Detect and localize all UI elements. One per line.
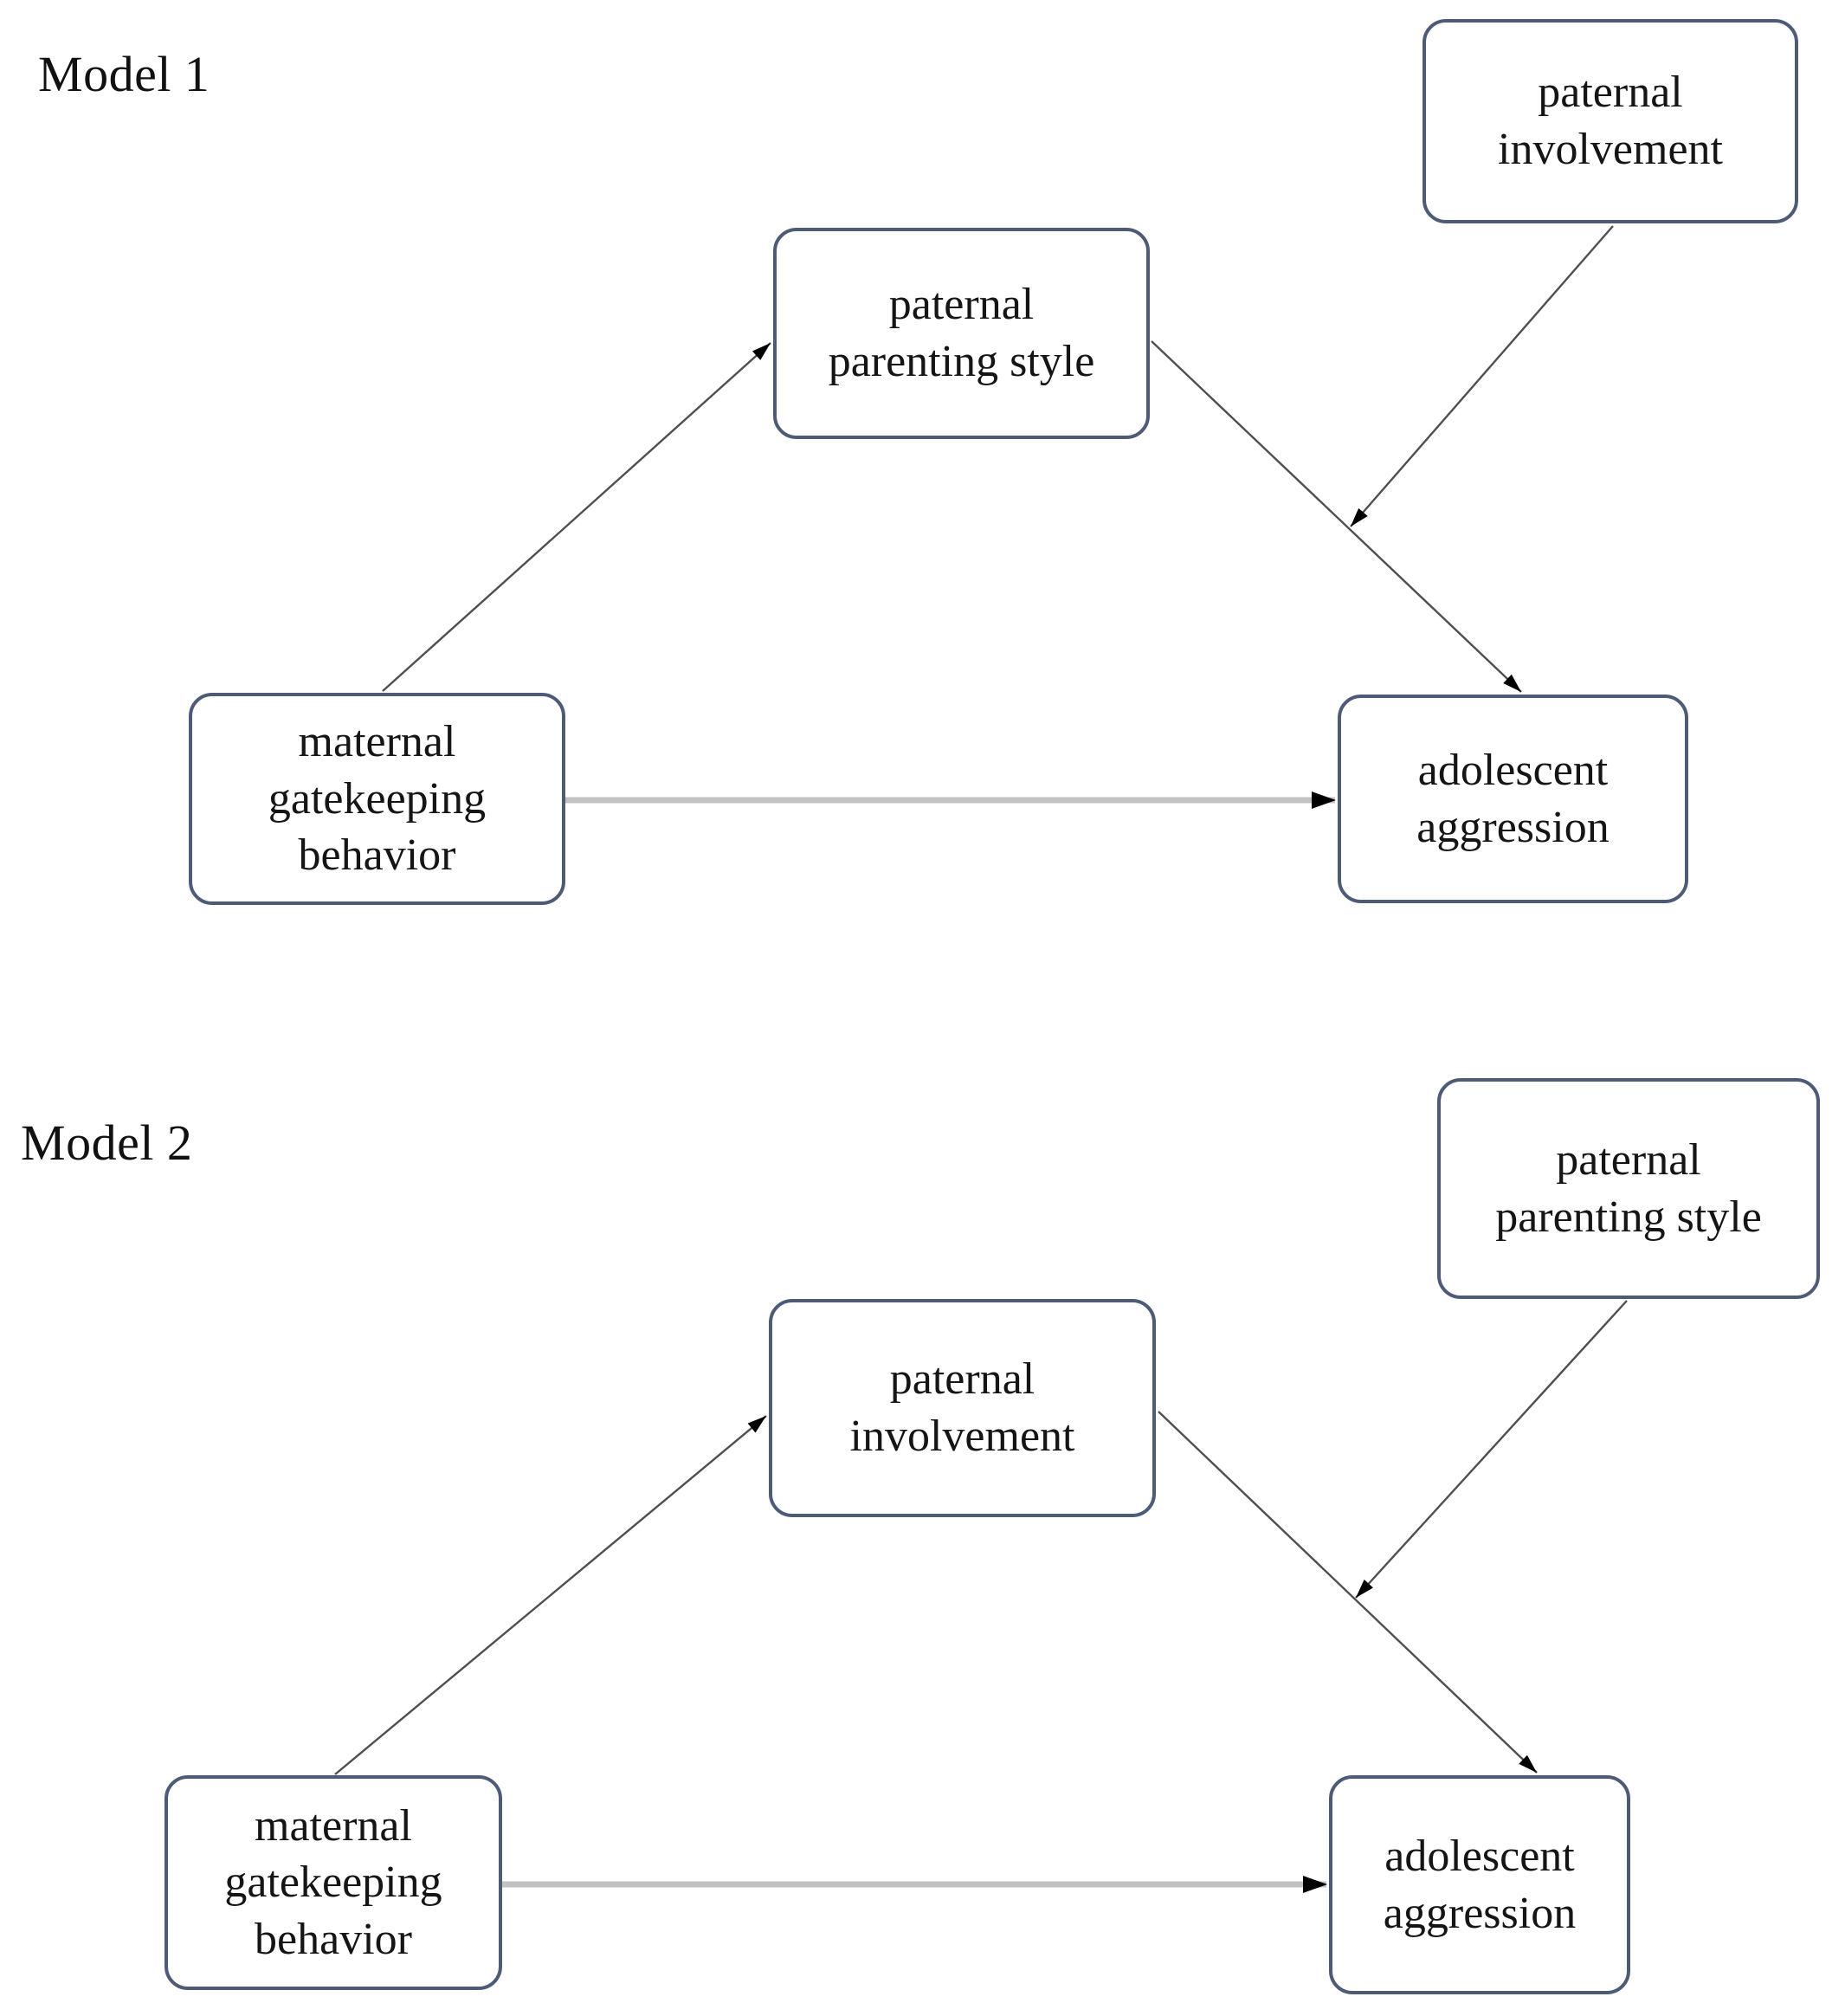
model2-arrow-mediator-to-outcome	[1158, 1411, 1538, 1774]
model2-mediator-box: paternal involvement	[769, 1299, 1156, 1517]
model1-arrow-mediator-to-outcome	[1151, 340, 1522, 693]
model2-outcome-box: adolescent aggression	[1329, 1775, 1630, 1994]
model1-outcome-label: adolescent aggression	[1416, 745, 1610, 852]
model2-predictor-label: maternal gatekeeping behavior	[224, 1800, 442, 1964]
model1-predictor-label: maternal gatekeeping behavior	[268, 717, 487, 881]
model1-predictor-box: maternal gatekeeping behavior	[189, 693, 565, 905]
model1-moderator-box: paternal involvement	[1422, 19, 1798, 223]
model2-arrow-moderator-to-path	[1355, 1300, 1628, 1599]
model2-moderator-box: paternal parenting style	[1437, 1078, 1820, 1299]
model2-arrow-predictor-to-mediator	[334, 1415, 767, 1775]
model1-arrow-predictor-to-mediator	[382, 342, 771, 692]
model1-mediator-label: paternal parenting style	[828, 280, 1095, 386]
model2-mediator-label: paternal involvement	[849, 1354, 1075, 1461]
model2-moderator-label: paternal parenting style	[1495, 1134, 1762, 1242]
model2-title: Model 2	[21, 1115, 193, 1171]
model1-outcome-box: adolescent aggression	[1338, 695, 1688, 903]
model1-mediator-box: paternal parenting style	[773, 228, 1150, 439]
model1-moderator-label: paternal involvement	[1498, 68, 1723, 174]
model2-predictor-box: maternal gatekeeping behavior	[165, 1775, 502, 1990]
model1-title: Model 1	[38, 46, 210, 102]
model2-outcome-label: adolescent aggression	[1383, 1831, 1577, 1938]
model1-arrow-moderator-to-path	[1350, 225, 1614, 527]
